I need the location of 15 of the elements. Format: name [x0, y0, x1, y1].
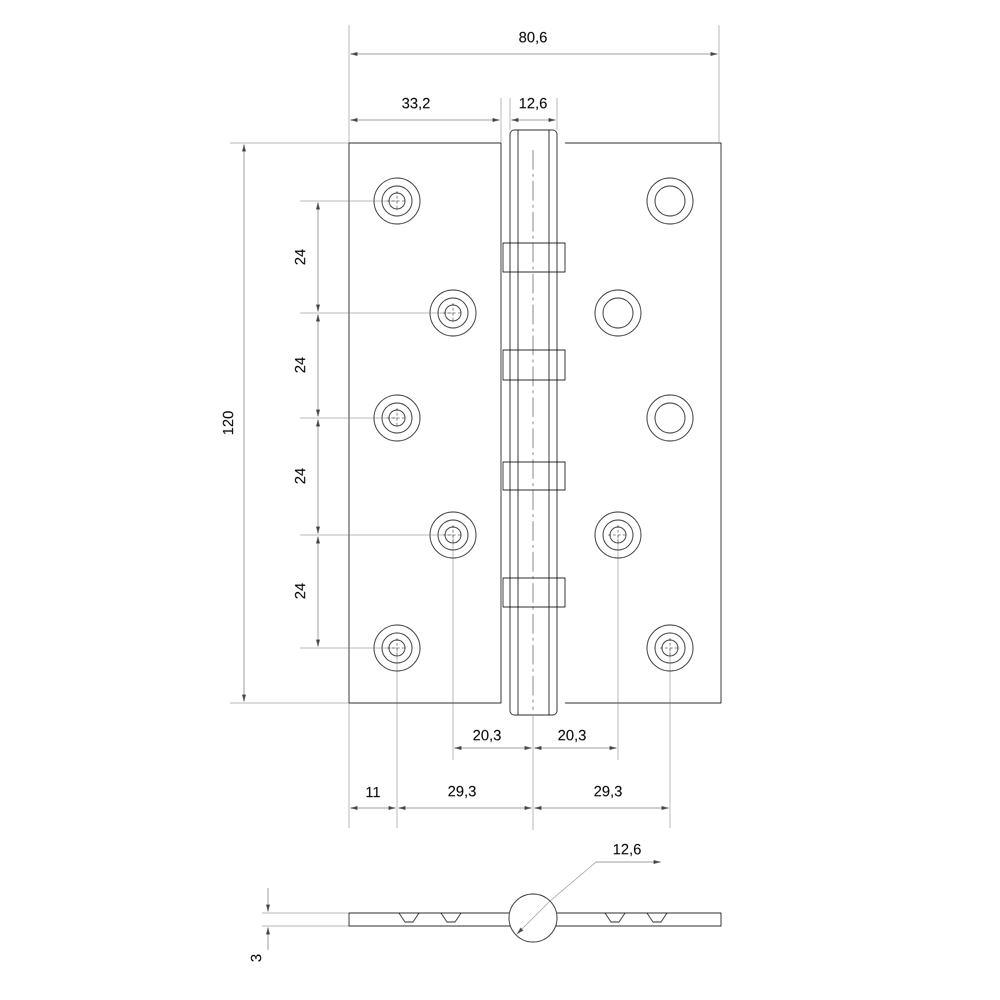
dimension-label: 33,2 — [402, 98, 430, 110]
dimension-label: 20,3 — [473, 730, 501, 742]
dimension-label: 80,6 — [519, 32, 547, 44]
dimension-label: 24 — [294, 583, 306, 598]
dimension-label: 24 — [294, 249, 306, 264]
dimension-label: 24 — [294, 468, 306, 484]
dimension-label: 24 — [294, 357, 306, 372]
dimension-label: 12,6 — [614, 844, 641, 856]
dimension-label: 20,3 — [558, 730, 586, 742]
dimension-label: 29,3 — [594, 786, 622, 798]
dimension-label: 11 — [366, 786, 380, 798]
dimension-label: 29,3 — [448, 786, 476, 798]
dimension-label: 120 — [222, 411, 234, 434]
dimension-label: 12,6 — [520, 98, 547, 110]
dimension-label: 3 — [250, 954, 262, 962]
